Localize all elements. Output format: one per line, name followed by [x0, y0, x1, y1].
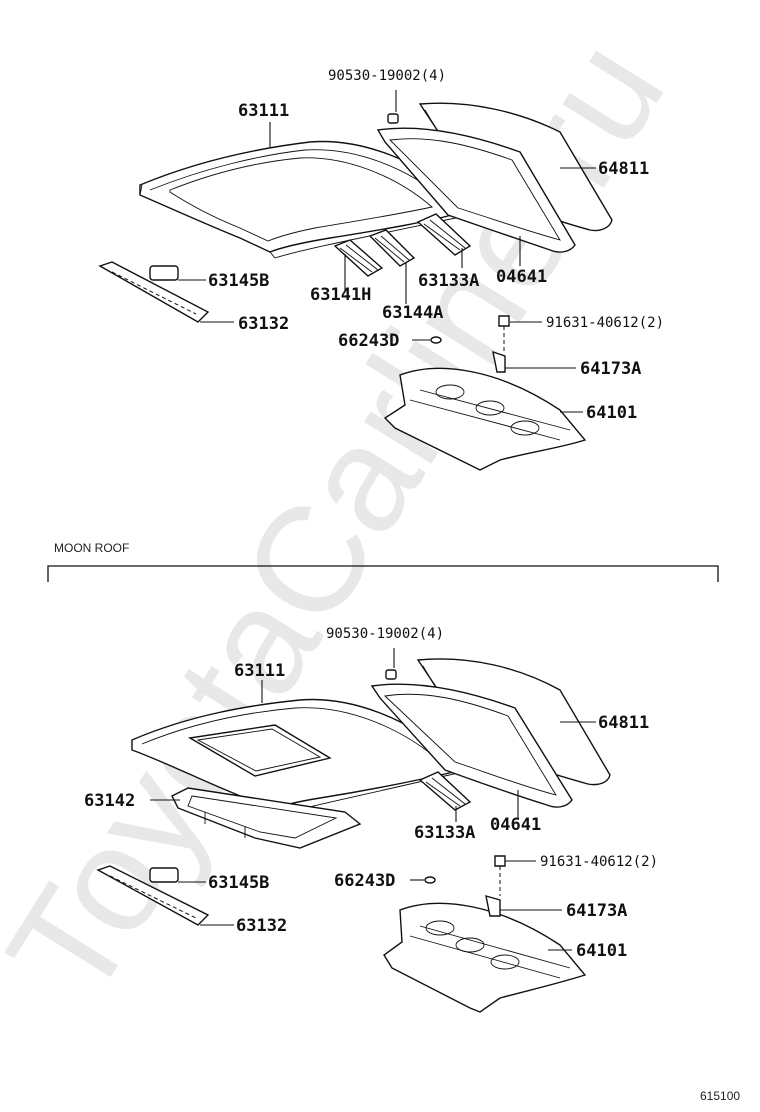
label-91631: 91631-40612(2)	[546, 315, 664, 331]
bolt-91631[interactable]	[498, 315, 510, 327]
label-64101: 64101	[576, 941, 627, 961]
section-label: MOON ROOF	[54, 541, 129, 555]
plug-66243D[interactable]	[424, 876, 436, 884]
plug-66243D[interactable]	[430, 336, 442, 344]
header-panel-63132[interactable]	[98, 261, 210, 323]
label-63144A: 63144A	[382, 303, 443, 323]
bracket-64173A[interactable]	[485, 895, 501, 917]
package-tray-64101[interactable]	[383, 367, 587, 471]
label-63111: 63111	[234, 661, 285, 681]
retainer-63145B[interactable]	[149, 867, 179, 883]
label-63133A: 63133A	[414, 823, 475, 843]
label-63142: 63142	[84, 791, 135, 811]
label-90530: 90530-19002(4)	[326, 626, 444, 642]
sunroof-housing-63142[interactable]	[171, 787, 362, 849]
label-64173A: 64173A	[566, 901, 627, 921]
label-63133A: 63133A	[418, 271, 479, 291]
reinforcement-63141H[interactable]	[333, 239, 384, 277]
clip-90530[interactable]	[385, 669, 397, 680]
reinforcement-63133A[interactable]	[418, 771, 472, 811]
label-66243D: 66243D	[338, 331, 399, 351]
clip-90530[interactable]	[387, 113, 399, 124]
header-panel-63132[interactable]	[96, 865, 210, 926]
label-63132: 63132	[238, 314, 289, 334]
section-bracket	[47, 565, 719, 582]
label-66243D: 66243D	[334, 871, 395, 891]
bottom-diagram: 90530-19002(4) 63111 64811 63142 63133A …	[84, 626, 658, 1013]
label-90530: 90530-19002(4)	[328, 68, 446, 84]
bolt-91631[interactable]	[494, 855, 506, 867]
figure-number: 615100	[700, 1089, 740, 1103]
label-64173A: 64173A	[580, 359, 641, 379]
label-63145B: 63145B	[208, 271, 269, 291]
label-63132: 63132	[236, 916, 287, 936]
label-63145B: 63145B	[208, 873, 269, 893]
weatherstrip-04641[interactable]	[370, 683, 573, 808]
label-64101: 64101	[586, 403, 637, 423]
label-64811: 64811	[598, 159, 649, 179]
roof-panel-63111[interactable]	[131, 698, 464, 817]
reinforcement-63133A[interactable]	[416, 213, 472, 256]
label-63111: 63111	[238, 101, 289, 121]
label-63141H: 63141H	[310, 285, 371, 305]
package-tray-64101[interactable]	[383, 902, 587, 1013]
reinforcement-63144A[interactable]	[368, 229, 416, 267]
label-64811: 64811	[598, 713, 649, 733]
bracket-64173A[interactable]	[492, 350, 506, 373]
weatherstrip-04641[interactable]	[376, 127, 576, 253]
label-91631: 91631-40612(2)	[540, 854, 658, 870]
top-diagram: 90530-19002(4) 63111 64811 04641 63133A …	[98, 68, 664, 471]
label-04641: 04641	[490, 815, 541, 835]
label-04641: 04641	[496, 267, 547, 287]
retainer-63145B[interactable]	[149, 265, 179, 281]
